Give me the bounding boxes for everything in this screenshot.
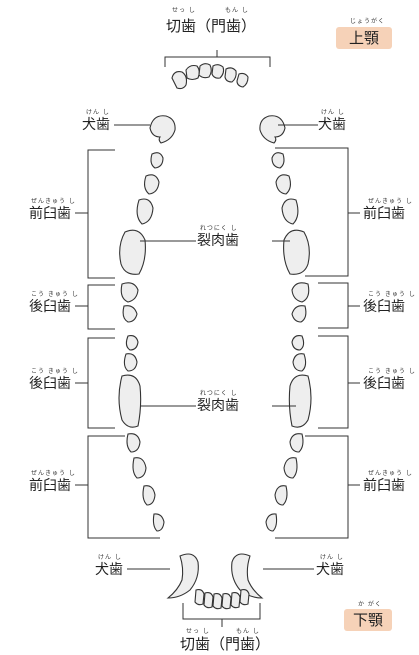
upper-canine-right-ruby: けん し bbox=[321, 109, 345, 116]
upper-carnassial-ruby: れつにく し bbox=[200, 225, 238, 232]
lower-canine-right-ruby: けん し bbox=[320, 554, 344, 561]
upper-right-teeth bbox=[271, 152, 310, 323]
upper-incisor-ruby-2: もん し bbox=[225, 7, 249, 14]
upper-incisor-ruby-1: せっ し bbox=[172, 7, 196, 14]
lower-canine-right bbox=[231, 553, 264, 599]
lower-premolar-left-ruby: ぜんきゅう し bbox=[31, 470, 76, 477]
lower-canine-left-ruby: けん し bbox=[98, 554, 122, 561]
upper-incisors bbox=[171, 63, 249, 90]
upper-molar-left-label: 後臼歯 bbox=[29, 299, 71, 315]
upper-left-teeth bbox=[119, 152, 164, 323]
lower-left-teeth bbox=[118, 335, 165, 532]
upper-premolar-right-ruby: ぜんきゅう し bbox=[368, 198, 413, 205]
upper-premolar-left-label: 前臼歯 bbox=[29, 206, 71, 222]
upper-jaw-badge: 上顎 bbox=[336, 27, 392, 49]
lower-carnassial-label: 裂肉歯 bbox=[197, 398, 239, 414]
lower-incisor-ruby-2: もん し bbox=[236, 628, 260, 635]
lower-canine-left-label: 犬歯 bbox=[95, 562, 123, 578]
lower-jaw-ruby: か がく bbox=[358, 601, 382, 608]
lower-molar-right-label: 後臼歯 bbox=[363, 376, 405, 392]
upper-carnassial-label: 裂肉歯 bbox=[197, 233, 239, 249]
lower-carnassial-ruby: れつにく し bbox=[200, 390, 238, 397]
upper-premolar-left-ruby: ぜんきゅう し bbox=[31, 198, 76, 205]
upper-jaw-ruby: じょうがく bbox=[350, 18, 386, 25]
upper-molar-right-ruby: こう きゅう し bbox=[368, 291, 416, 298]
upper-canine-right bbox=[259, 115, 286, 144]
lower-molar-left-ruby: こう きゅう し bbox=[31, 368, 79, 375]
upper-molar-right-label: 後臼歯 bbox=[363, 299, 405, 315]
upper-canine-left bbox=[149, 115, 176, 144]
upper-canine-left-label: 犬歯 bbox=[82, 117, 110, 133]
lower-molar-left-label: 後臼歯 bbox=[29, 376, 71, 392]
lower-molar-right-ruby: こう きゅう し bbox=[368, 368, 416, 375]
lower-canine-left bbox=[166, 553, 199, 599]
upper-premolar-right-label: 前臼歯 bbox=[363, 206, 405, 222]
lower-incisor-ruby-1: せっ し bbox=[186, 628, 210, 635]
upper-canine-left-ruby: けん し bbox=[86, 109, 110, 116]
leader-lines bbox=[75, 50, 360, 627]
lower-premolar-right-ruby: ぜんきゅう し bbox=[368, 470, 413, 477]
upper-incisor-label: 切歯（門歯） bbox=[166, 17, 257, 35]
lower-canine-right-label: 犬歯 bbox=[316, 562, 344, 578]
lower-premolar-left-label: 前臼歯 bbox=[29, 478, 71, 494]
lower-incisor-label: 切歯（門歯） bbox=[180, 635, 271, 653]
upper-molar-left-ruby: こう きゅう し bbox=[31, 291, 79, 298]
lower-incisors bbox=[194, 588, 250, 610]
lower-right-teeth bbox=[265, 335, 312, 532]
upper-canine-right-label: 犬歯 bbox=[318, 117, 346, 133]
lower-premolar-right-label: 前臼歯 bbox=[363, 478, 405, 494]
lower-jaw-badge: 下顎 bbox=[344, 609, 392, 631]
